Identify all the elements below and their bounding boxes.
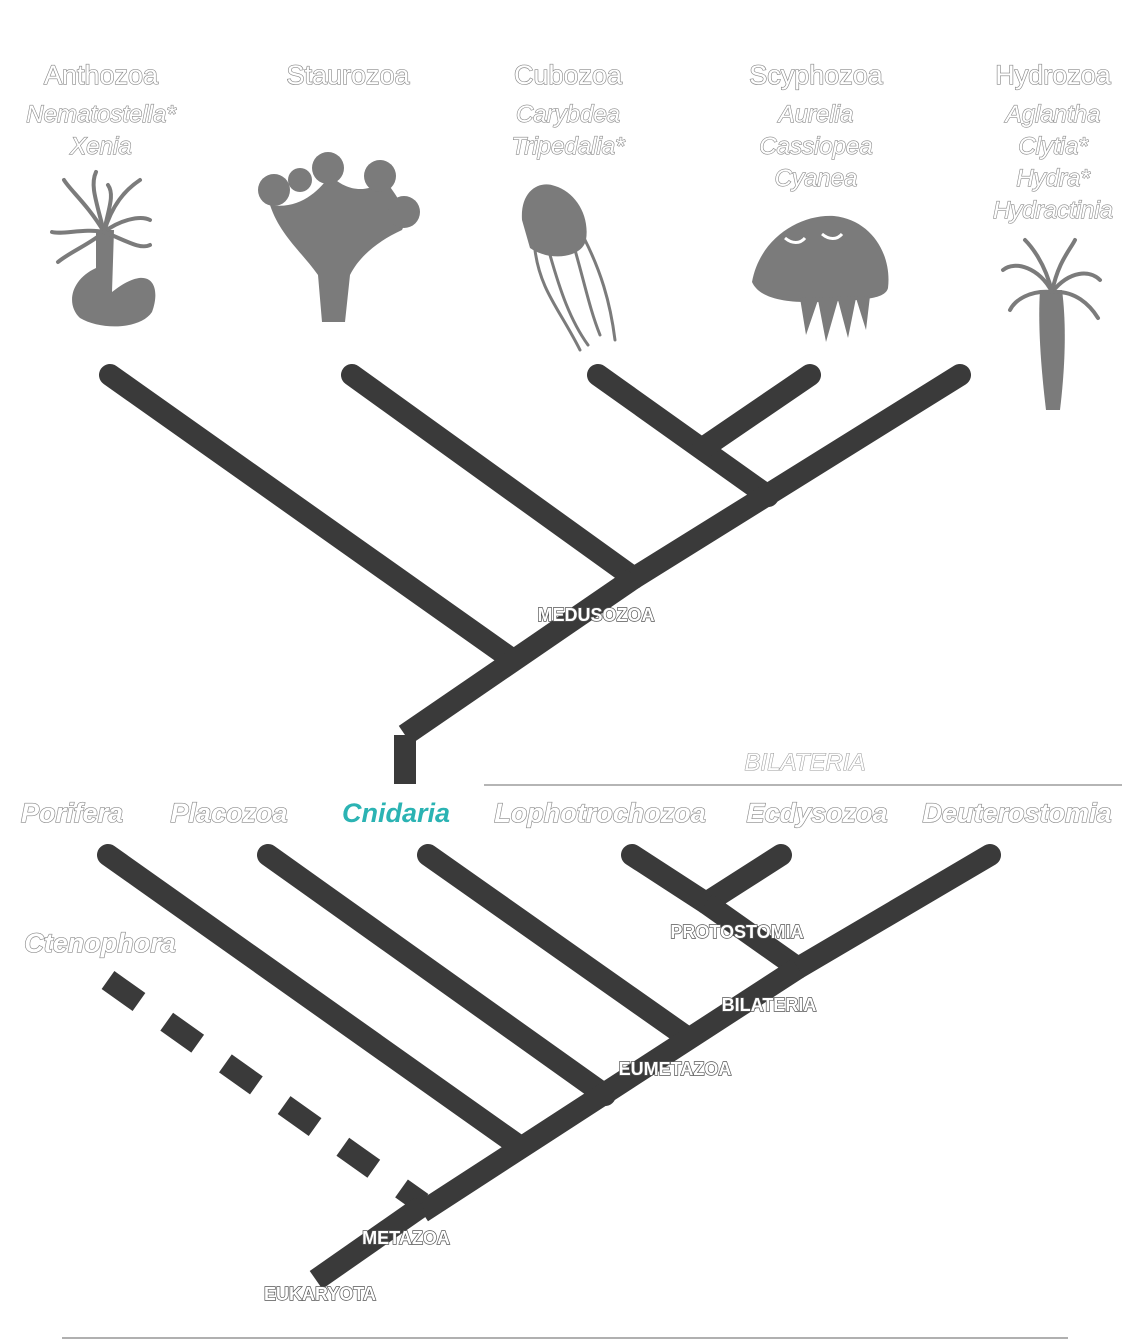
metazoa-subtree: PROTOSTOMIA BILATERIA EUMETAZOA METAZOA … [97, 844, 1001, 1305]
genus-label: Tripedalia* [512, 133, 626, 160]
branch-porifera [97, 844, 530, 1157]
class-anthozoa: Anthozoa Nematostella* Xenia [26, 59, 177, 160]
hydra-icon [1001, 238, 1102, 410]
branch-scyphozoa [692, 364, 821, 459]
group-labels: Porifera Placozoa Cnidaria Lophotrochozo… [20, 797, 1112, 958]
moon-jellyfish-icon [752, 215, 889, 342]
branch-hydrozoa [623, 364, 971, 589]
group-label-porifera: Porifera [21, 798, 123, 828]
group-label-deuterostomia: Deuterostomia [922, 798, 1111, 828]
group-label-cnidaria: Cnidaria [342, 798, 450, 828]
class-name: Cubozoa [514, 60, 623, 90]
node-label-bilateria: BILATERIA [722, 995, 817, 1015]
group-label-ctenophora: Ctenophora [24, 928, 176, 958]
genus-label: Aglantha [1004, 101, 1101, 128]
cnidaria-subtree: MEDUSOZOA [99, 364, 971, 784]
group-label-ecdysozoa: Ecdysozoa [746, 798, 887, 828]
branch-placozoa [257, 844, 616, 1106]
genus-label: Cyanea [775, 165, 858, 192]
node-label-eukaryota: EUKARYOTA [264, 1284, 376, 1304]
branch-protostomia-stem [699, 894, 805, 977]
node-label-protostomia: PROTOSTOMIA [670, 922, 803, 942]
class-name: Staurozoa [286, 60, 410, 90]
branch-anthozoa [99, 364, 524, 671]
class-cubozoa: Cubozoa Carybdea Tripedalia* [511, 59, 626, 160]
branch-medusozoa-stem [398, 568, 641, 745]
branch-bilateria-to-metazoa [416, 958, 804, 1222]
genus-label: Clytia* [1018, 133, 1088, 160]
genus-label: Carybdea [516, 101, 620, 128]
stalked-jellyfish-icon [258, 152, 420, 322]
class-staurozoa: Staurozoa [286, 59, 411, 90]
box-jellyfish-icon [521, 184, 617, 352]
branch-eukaryota-stem [309, 1196, 429, 1290]
branch-ecdysozoa [695, 844, 792, 914]
node-label-metazoa: METAZOA [362, 1228, 450, 1248]
class-name: Anthozoa [44, 60, 159, 90]
branch-cubozoa [587, 364, 779, 507]
genus-label: Hydra* [1016, 165, 1090, 192]
class-name: Scyphozoa [749, 60, 884, 90]
branch-lophotrochozoa [621, 844, 717, 914]
class-name: Hydrozoa [995, 60, 1112, 90]
bilateria-heading-label: BILATERIA [745, 749, 866, 776]
branch-ctenophora-dashed [101, 971, 429, 1212]
bilateria-heading: BILATERIA [484, 748, 1122, 786]
sea-anemone-icon [50, 170, 156, 327]
group-label-placozoa: Placozoa [170, 798, 287, 828]
genus-label: Xenia [69, 133, 131, 160]
branch-staurozoa [341, 364, 645, 589]
genus-label: Hydractinia [993, 197, 1113, 224]
node-label-medusozoa: MEDUSOZOA [538, 605, 655, 625]
branch-deuterostomia [787, 844, 1001, 979]
class-hydrozoa: Hydrozoa Aglantha Clytia* Hydra* Hydract… [992, 59, 1113, 224]
genus-label: Nematostella* [26, 101, 176, 128]
genus-label: Cassiopea [759, 133, 872, 160]
group-label-lophotrochozoa: Lophotrochozoa [494, 798, 705, 828]
node-label-eumetazoa: EUMETAZOA [619, 1059, 732, 1079]
class-scyphozoa: Scyphozoa Aurelia Cassiopea Cyanea [749, 59, 885, 192]
genus-label: Aurelia [777, 101, 854, 128]
branch-cnidaria [417, 844, 699, 1049]
